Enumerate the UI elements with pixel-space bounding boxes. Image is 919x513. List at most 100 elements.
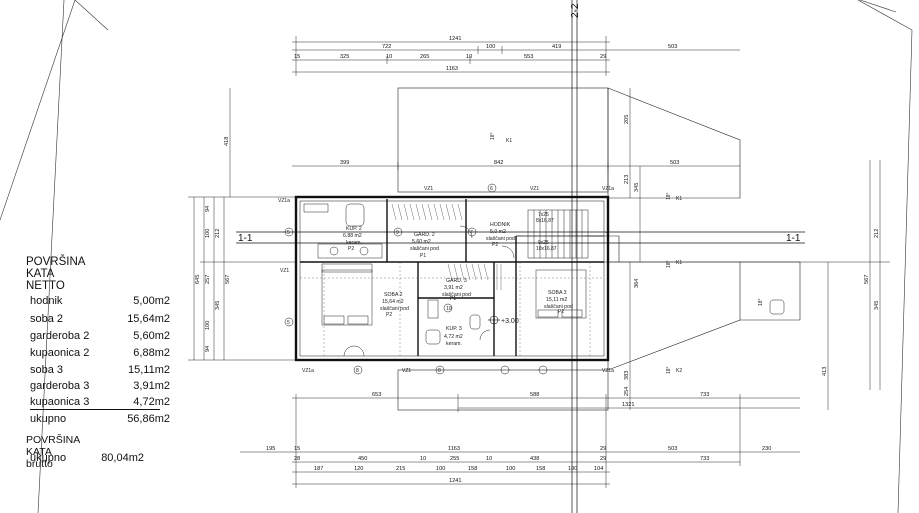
row-name: soba 3 (30, 364, 64, 376)
roof-outline (397, 87, 801, 411)
room-soba2-name: SOBA 2 (384, 292, 403, 298)
grid-mark: 6 (490, 186, 493, 192)
floor-code: P2 (348, 246, 354, 252)
right-dimension-lines (604, 88, 890, 410)
wardrobe-hatch (391, 203, 502, 290)
brutto-title: POVRŠINA KATA brutto (26, 434, 80, 470)
row-value: 80,04m2 (101, 452, 144, 464)
roof-slope: 18° (490, 132, 496, 140)
room-gard3-floor: slaščani pod (442, 292, 471, 298)
dim-bot-r1-1: 588 (530, 392, 539, 398)
room-hodnik-area: 5,0 m2 (490, 229, 506, 235)
room-gard3-name: GARD. 3 (446, 278, 467, 284)
window-code: VZ1a (302, 368, 314, 374)
ceiling-dashed-lines (300, 262, 604, 356)
dim-bot-r3-4: 503 (668, 446, 677, 452)
row-name: garderoba 2 (30, 330, 90, 342)
floor-code: P2 (492, 242, 498, 248)
roof-codes: K1 K1 K1 K2 18° 18° 18° 18° 18° (490, 132, 764, 374)
window-code: VZ1 (424, 186, 433, 192)
dim-top-r2-0: 722 (382, 44, 391, 50)
row-name: kupaonica 2 (30, 347, 90, 359)
row-name: ukupno (30, 452, 67, 464)
dim-top-r3-4: 10 (466, 54, 472, 60)
room-soba3-area: 15,11 m2 (546, 297, 567, 303)
dim-bot-r5-2: 215 (396, 466, 405, 472)
dim-bot-r3-0: 195 (266, 446, 275, 452)
window-code: VZ1 (530, 186, 539, 192)
dim-bot-r5-1: 120 (354, 466, 363, 472)
dim-bot-r5-4: 158 (468, 466, 477, 472)
stair-label: 7x25 (538, 212, 549, 218)
room-gard2-floor: slaščani pod (410, 246, 439, 252)
room-kup2-floor: keram. (346, 240, 362, 246)
grid-mark: 9 (396, 230, 399, 236)
dim-left-2: 94 (205, 206, 211, 212)
dim-left-7: 345 (215, 301, 221, 310)
room-gard3-area: 3,91 m2 (444, 285, 463, 291)
dim-right-0: 205 (624, 115, 630, 124)
room-soba3-name: SOBA 3 (548, 290, 567, 296)
window-code: VZ1a (602, 186, 614, 192)
stair-label: 10x16,87 (536, 246, 557, 252)
dim-left-9: 94 (205, 346, 211, 352)
roof-code: K1 (676, 196, 682, 202)
netto-title: POVRŠINA KATA NETTO (26, 256, 85, 292)
room-gard2-name: GARD. 2 (414, 232, 435, 238)
grid-mark: 7 (470, 230, 473, 236)
row-value: 15,64m2 (127, 313, 170, 325)
dim-top-r1: 1241 (449, 36, 461, 42)
window-codes: VZ1a VZ1 VZ1 VZ1a VZ1 VZ1a VZ1 VZ1a (278, 186, 614, 374)
level-label: +3.00 (501, 318, 519, 325)
room-hodnik-name: HODNIK (490, 222, 511, 228)
room-kup3-area: 4,72 m2 (444, 334, 463, 340)
section-label-left: 1-1 (238, 233, 253, 244)
dim-left-0: 418 (224, 137, 230, 146)
dim-right-3: 364 (634, 279, 640, 288)
row-value: 4,72m2 (133, 396, 170, 408)
window-code: VZ1a (278, 198, 290, 204)
dim-bot-r5-8: 104 (594, 466, 603, 472)
dim-right-7: 212 (874, 229, 880, 238)
stair-labels: 7x25 8x16,87 9x25 10x16,87 (536, 212, 557, 252)
dim-right-5: 254 (624, 387, 630, 396)
room-hodnik-floor: slaščani pod (486, 236, 515, 242)
row-value: 6,88m2 (133, 347, 170, 359)
room-soba2-floor: slaščani pod (380, 306, 409, 312)
left-dimension-lines (188, 88, 296, 361)
dim-top-r5-0: 399 (340, 160, 349, 166)
window-code: VZ1 (402, 368, 411, 374)
row-name: garderoba 3 (30, 380, 90, 392)
floor-codes: P2 P1 P2 P2 P1 P2 (348, 242, 564, 318)
bottom-dimension-lines (240, 394, 800, 488)
room-kup3-floor: keram. (446, 341, 462, 347)
dim-right-9: 345 (874, 301, 880, 310)
grid-marks (284, 183, 548, 375)
row-value: 3,91m2 (133, 380, 170, 392)
dim-bot-r4-1: 450 (358, 456, 367, 462)
dim-bot-r6: 1241 (449, 478, 461, 484)
room-soba2-area: 15,64 m2 (382, 299, 404, 305)
dim-top-r5-2: 503 (670, 160, 679, 166)
roof-code: K1 (506, 138, 512, 144)
room-kup2-area: 6,88 m2 (343, 233, 362, 239)
dim-bot-r5-6: 158 (536, 466, 545, 472)
floor-code: P1 (450, 296, 456, 302)
dim-bot-r3-3: 29 (600, 446, 606, 452)
level-mark: +3.00 (488, 315, 519, 325)
dim-bot-r3-1: 15 (294, 446, 300, 452)
stair-label: 9x25 (538, 240, 549, 246)
dim-bot-r4-3: 255 (450, 456, 459, 462)
section-label-right: 1-1 (786, 233, 801, 244)
room-soba3-floor: slaščani pod (544, 304, 573, 310)
dim-top-r3-0: 15 (294, 54, 300, 60)
window-code: VZ1a (602, 368, 614, 374)
door-swings (343, 225, 515, 357)
dim-top-r4: 1163 (446, 66, 458, 72)
grid-mark: 5 (287, 230, 290, 236)
dim-top-r3-3: 265 (420, 54, 429, 60)
dim-left-3: 100 (205, 229, 211, 238)
room-kup3-name: KUP. 3 (446, 326, 462, 332)
